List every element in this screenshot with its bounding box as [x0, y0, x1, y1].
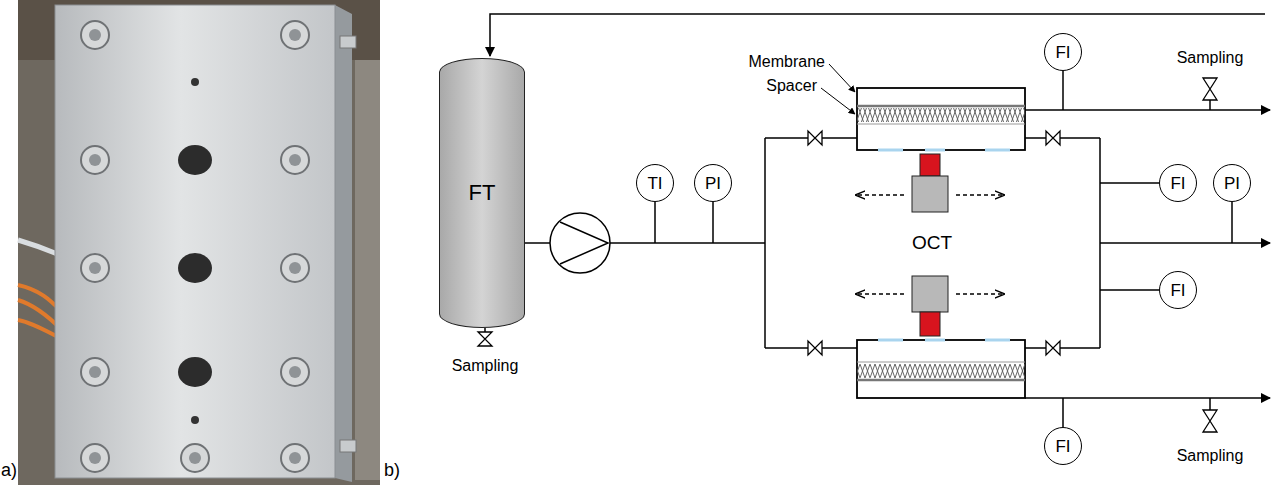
- instrument-circle: TI: [636, 164, 674, 202]
- node-text: PI: [1224, 175, 1240, 192]
- cell-photo: [18, 0, 380, 485]
- instrument-circle: PI: [694, 164, 732, 202]
- sampling-label: Sampling: [452, 357, 519, 375]
- instrument-circle: FI: [1159, 271, 1197, 309]
- instrument-circle: FI: [1159, 164, 1197, 202]
- node-text: FI: [1170, 175, 1185, 192]
- feed-tank: FT: [439, 58, 525, 328]
- node-text: FI: [1055, 438, 1070, 455]
- node-text: FT: [469, 182, 496, 204]
- node-text: FI: [1170, 282, 1185, 299]
- sampling-label: Sampling: [1177, 447, 1244, 465]
- node-text: TI: [647, 175, 662, 192]
- instrument-circle: FI: [1044, 33, 1082, 71]
- leader-line: [821, 64, 855, 114]
- callout-label: Membrane: [749, 53, 825, 71]
- node-text: PI: [705, 175, 721, 192]
- panel-letter: a): [1, 461, 17, 481]
- sampling-label: Sampling: [1177, 49, 1244, 67]
- instrument-circle: FI: [1044, 427, 1082, 465]
- instrument-circle: PI: [1213, 164, 1251, 202]
- pump-symbol: [550, 213, 610, 273]
- oct-probe: [856, 154, 1004, 336]
- membrane-module: [857, 88, 1025, 398]
- pipework: [485, 14, 1270, 427]
- valve-symbol: [478, 78, 1217, 432]
- callout-label: Spacer: [766, 77, 817, 95]
- panel-letter: b): [384, 461, 400, 481]
- oct-label: OCT: [912, 233, 952, 254]
- node-text: FI: [1055, 44, 1070, 61]
